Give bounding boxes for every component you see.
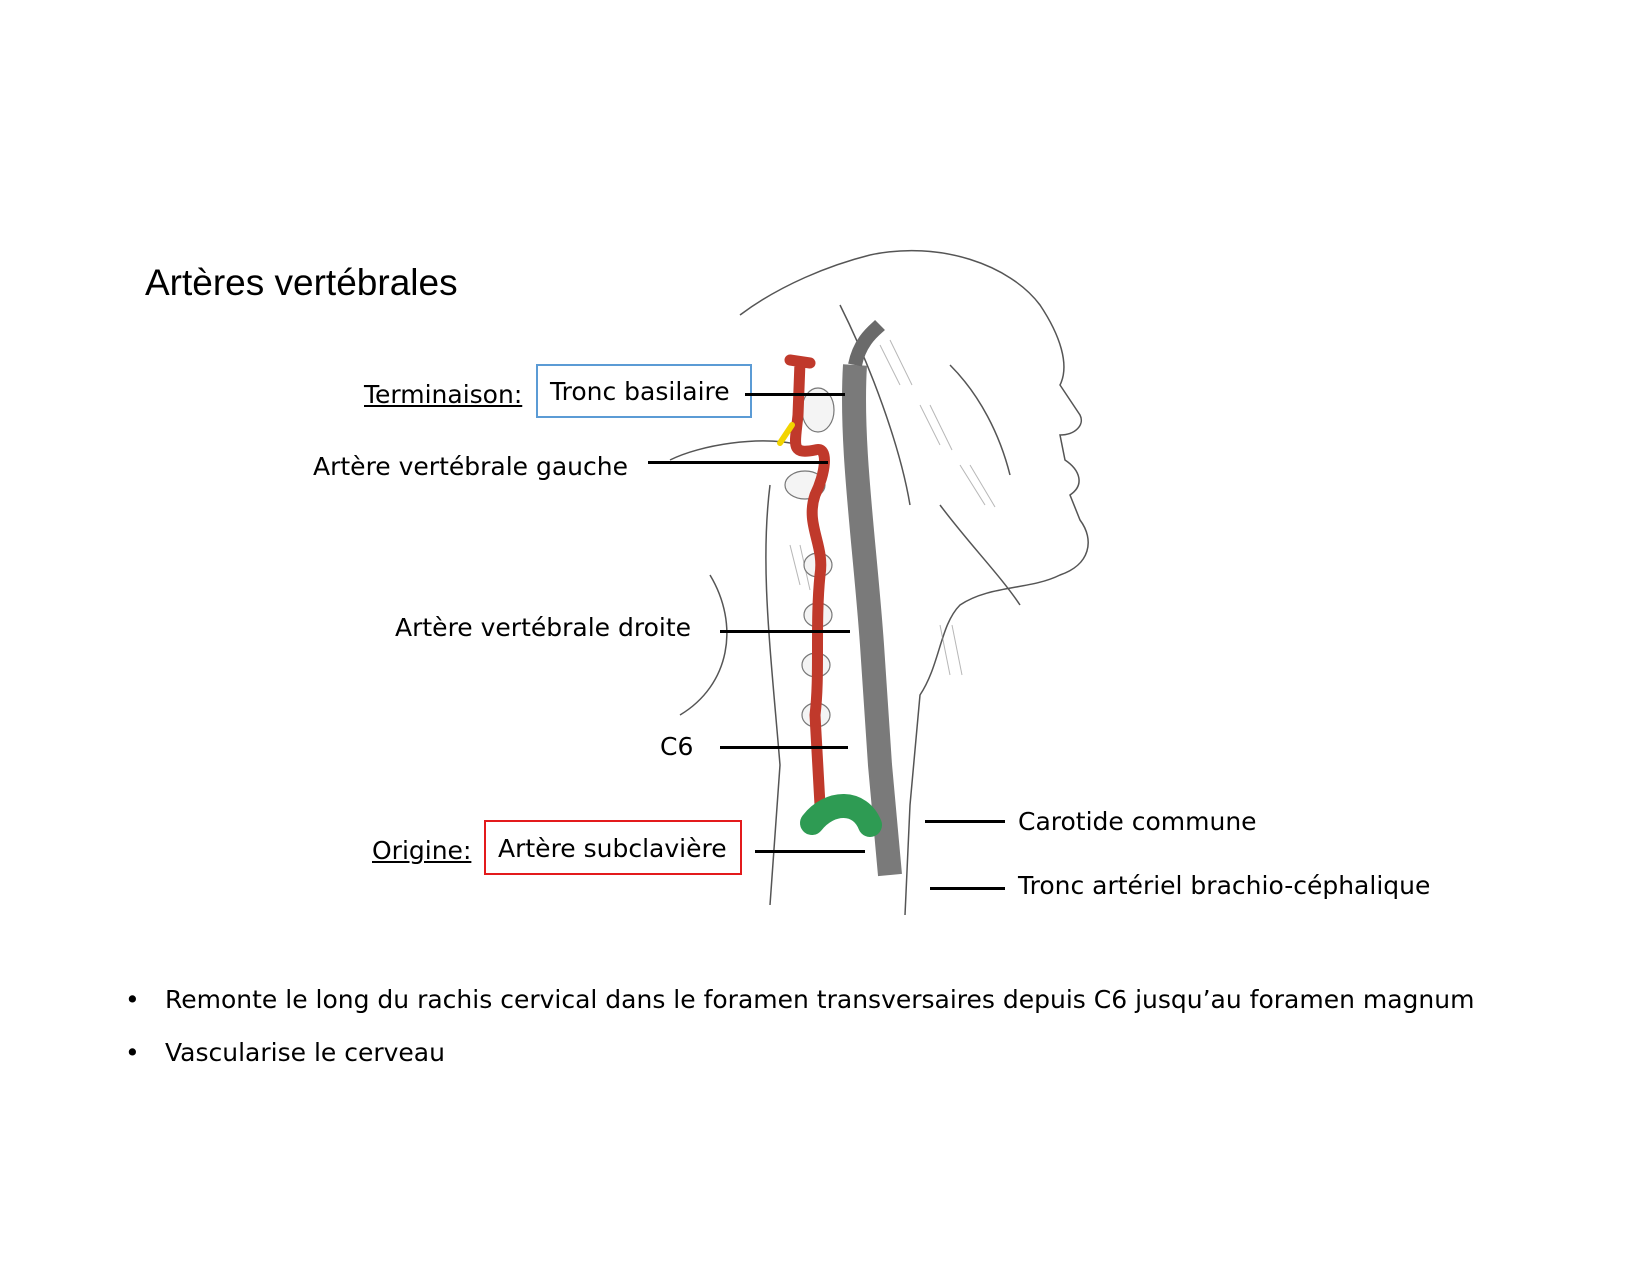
vertebral-artery — [784, 354, 836, 816]
origine-leader-line — [755, 850, 865, 853]
bullet-item: • Vascularise le cerveau — [125, 1038, 1474, 1067]
origine-value: Artère subclavière — [498, 834, 727, 863]
c6-label: C6 — [660, 732, 694, 761]
bullet-text: Vascularise le cerveau — [165, 1038, 445, 1067]
terminaison-value: Tronc basilaire — [550, 377, 730, 406]
bullet-dot: • — [125, 985, 140, 1014]
bullet-text: Remonte le long du rachis cervical dans … — [165, 985, 1475, 1014]
origine-box — [484, 820, 742, 875]
terminaison-box — [536, 364, 752, 418]
c6-leader-line — [720, 746, 848, 749]
vertebrale-droite-leader-line — [720, 630, 850, 633]
carotid-artery — [842, 364, 902, 877]
carotide-commune-leader-line — [925, 820, 1005, 823]
anatomy-illustration — [669, 249, 1089, 916]
origine-label: Origine: — [372, 836, 472, 865]
left-vertebral-highlight — [777, 422, 795, 446]
tronc-brachio-leader-line — [930, 887, 1005, 890]
tronc-brachio-label: Tronc artériel brachio-céphalique — [1018, 871, 1431, 900]
slide-title: Artères vertébrales — [145, 262, 458, 303]
bullet-dot: • — [125, 1038, 140, 1067]
carotide-commune-label: Carotide commune — [1018, 807, 1257, 836]
bullet-list: • Remonte le long du rachis cervical dan… — [125, 985, 1474, 1091]
terminaison-leader-line — [745, 393, 845, 396]
bullet-item: • Remonte le long du rachis cervical dan… — [125, 985, 1474, 1014]
subclavian-artery — [800, 794, 882, 837]
vertebrale-droite-label: Artère vertébrale droite — [395, 613, 692, 642]
vertebrale-gauche-label: Artère vertébrale gauche — [313, 452, 629, 481]
vertebrale-gauche-leader-line — [648, 461, 828, 464]
terminaison-label: Terminaison: — [364, 380, 523, 409]
